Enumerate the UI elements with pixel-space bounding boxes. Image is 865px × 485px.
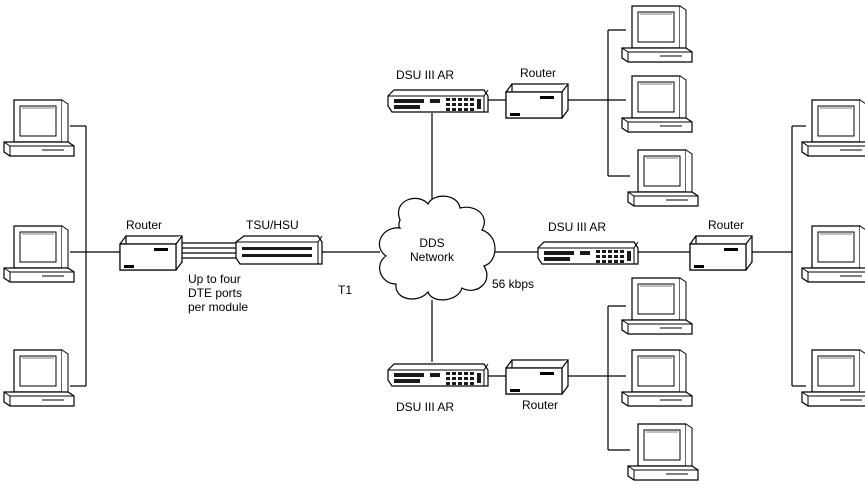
cloud-icon [378,195,496,301]
computer-icon [801,225,865,283]
dsu-right-label: DSU III AR [548,220,607,234]
computer-icon [3,225,75,283]
computer-icon [627,423,699,481]
router-icon [689,235,753,271]
tsu-hsu-icon [235,235,323,265]
computer-icon [621,277,693,335]
computer-icon [3,349,75,407]
cloud-label-line-2: Network [409,250,454,264]
computer-icon [801,99,865,157]
tsu-hsu-label: TSU/HSU [246,218,299,232]
router-top-label: Router [520,66,557,80]
computer-icon [801,349,865,407]
dsu-icon [537,241,639,265]
dsu-bottom-label: DSU III AR [396,400,455,414]
speed-label: 56 kbps [492,277,535,291]
computers-bottom [621,277,699,481]
computers-top [621,5,699,207]
dsu-icon [387,363,489,387]
dsu-icon [387,89,489,113]
connection-lines [70,29,806,451]
computer-icon [3,99,75,157]
dte-note-line-2: DTE ports [188,286,243,300]
computers-right [801,99,865,407]
dte-note-line-3: per module [188,300,249,314]
router-icon [119,235,183,271]
computer-icon [627,149,699,207]
router-icon [505,359,569,395]
dsu-top-label: DSU III AR [396,68,455,82]
router-icon [505,83,569,119]
computer-icon [621,5,693,63]
router-right-label: Router [708,218,745,232]
computer-icon [621,75,693,133]
computer-icon [621,349,693,407]
router-left-label: Router [126,218,163,232]
router-bottom-label: Router [522,398,559,412]
t1-label: T1 [338,283,353,297]
cloud-label-line-1: DDS [419,236,445,250]
computers-left [3,99,75,407]
dte-note-line-1: Up to four [188,272,241,286]
